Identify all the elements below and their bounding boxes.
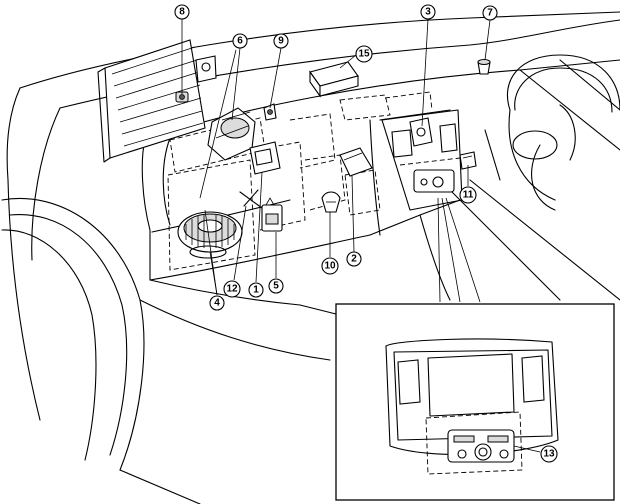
dash-switch [459,151,477,170]
dashboard-outline [141,109,461,331]
svg-text:3: 3 [425,7,431,18]
svg-text:9: 9 [278,36,284,47]
evaporator-temperature-sensor [239,189,263,209]
auto-light-sensor [477,59,491,75]
refrigerant-pressure-switch [175,91,189,103]
inset-detail-panel [335,303,615,501]
leader-lines [181,18,491,303]
callout-12: 12 [223,280,241,298]
callout-4: 4 [209,295,225,311]
svg-text:4: 4 [214,298,220,309]
blower-resistor [261,197,283,232]
callout-9: 9 [273,33,289,49]
svg-text:15: 15 [358,49,370,60]
callout-1: 1 [248,282,264,298]
svg-text:13: 13 [543,449,555,460]
blower-motor [177,211,243,259]
climate-control-module [309,61,359,98]
duct-temperature-sensor [321,191,341,213]
callout-3: 3 [420,4,436,20]
svg-text:12: 12 [226,284,238,295]
svg-text:11: 11 [463,190,474,201]
callout-10: 10 [321,257,339,275]
callout-13: 13 [540,445,558,463]
callout-5: 5 [268,278,284,294]
condenser [97,39,217,163]
center-bezel [381,109,463,211]
svg-text:6: 6 [237,36,243,47]
callout-8: 8 [174,4,190,20]
svg-text:7: 7 [487,8,493,19]
mode-actuator [409,117,433,147]
svg-text:8: 8 [179,7,185,18]
svg-text:5: 5 [273,281,279,292]
ac-amplifier [339,147,373,177]
steering-wheel [484,54,620,211]
callout-15: 15 [355,45,373,63]
callout-11: 11 [459,186,477,204]
svg-text:10: 10 [324,261,336,272]
svg-text:2: 2 [351,254,357,265]
heater-unit-bracket [249,141,281,175]
air-intake-actuator [207,107,256,161]
callout-6: 6 [232,33,248,49]
callout-7: 7 [482,5,498,21]
svg-text:1: 1 [253,285,259,296]
callout-2: 2 [346,251,362,267]
